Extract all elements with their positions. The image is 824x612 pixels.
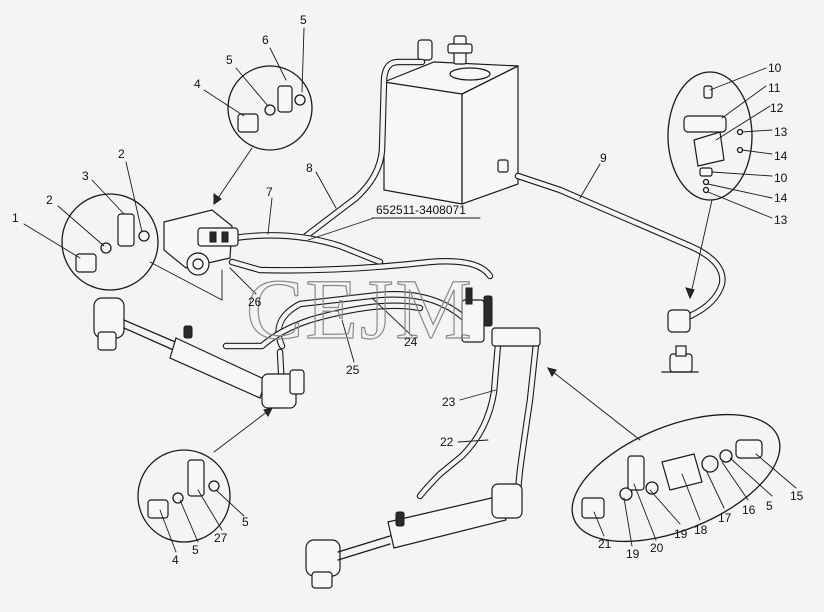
callout-2: 2 xyxy=(46,193,53,207)
callout-13: 13 xyxy=(774,125,788,139)
callout-5: 5 xyxy=(766,499,773,513)
callout-23: 23 xyxy=(442,395,456,409)
callout-10: 10 xyxy=(768,61,782,75)
detail-left xyxy=(61,193,159,291)
callout-5: 5 xyxy=(192,543,199,557)
callout-9: 9 xyxy=(600,151,607,165)
distributor-block xyxy=(461,287,541,347)
detail-right xyxy=(571,413,781,543)
callout-17: 17 xyxy=(718,511,732,525)
lower-cylinder xyxy=(305,483,523,589)
watermark-logo: CEJM xyxy=(246,261,474,357)
callout-18: 18 xyxy=(694,523,708,537)
callout-11: 11 xyxy=(768,81,781,95)
callout-26: 26 xyxy=(248,295,262,309)
oil-tank xyxy=(383,35,519,205)
callout-16: 16 xyxy=(742,503,756,517)
callout-13: 13 xyxy=(774,213,788,227)
detail-bottom-left xyxy=(137,449,231,543)
detail-arrows xyxy=(149,147,713,453)
upper-cylinder xyxy=(93,297,305,409)
callout-5: 5 xyxy=(226,53,233,67)
callout-14: 14 xyxy=(774,191,788,205)
callout-1: 1 xyxy=(12,211,19,225)
hydraulic-lines xyxy=(222,58,726,500)
callout-14: 14 xyxy=(774,149,788,163)
part-number-label: 652511-3408071 xyxy=(376,203,466,217)
detail-top-right xyxy=(667,71,753,201)
callout-19: 19 xyxy=(626,547,640,561)
callout-12: 12 xyxy=(770,101,784,115)
callout-4: 4 xyxy=(172,553,179,567)
callout-10: 10 xyxy=(774,171,788,185)
callout-25: 25 xyxy=(346,363,360,377)
callout-5: 5 xyxy=(300,13,307,27)
callout-20: 20 xyxy=(650,541,664,555)
callout-27: 27 xyxy=(214,531,228,545)
callout-19: 19 xyxy=(674,527,688,541)
callout-21: 21 xyxy=(598,537,612,551)
detail-top xyxy=(227,65,313,151)
callout-15: 15 xyxy=(790,489,804,503)
callout-5: 5 xyxy=(242,515,249,529)
callout-2: 2 xyxy=(118,147,125,161)
callout-3: 3 xyxy=(82,169,89,183)
right-fitting xyxy=(661,309,699,373)
callout-7: 7 xyxy=(266,185,273,199)
valve-block xyxy=(163,209,239,276)
callout-6: 6 xyxy=(262,33,269,47)
callouts: 5 6 5 4 2 3 2 1 8 7 9 10 11 12 13 14 10 … xyxy=(12,13,804,567)
callout-24: 24 xyxy=(404,335,418,349)
leader-lines xyxy=(23,27,797,553)
callout-22: 22 xyxy=(440,435,454,449)
callout-8: 8 xyxy=(306,161,313,175)
callout-4: 4 xyxy=(194,77,201,91)
